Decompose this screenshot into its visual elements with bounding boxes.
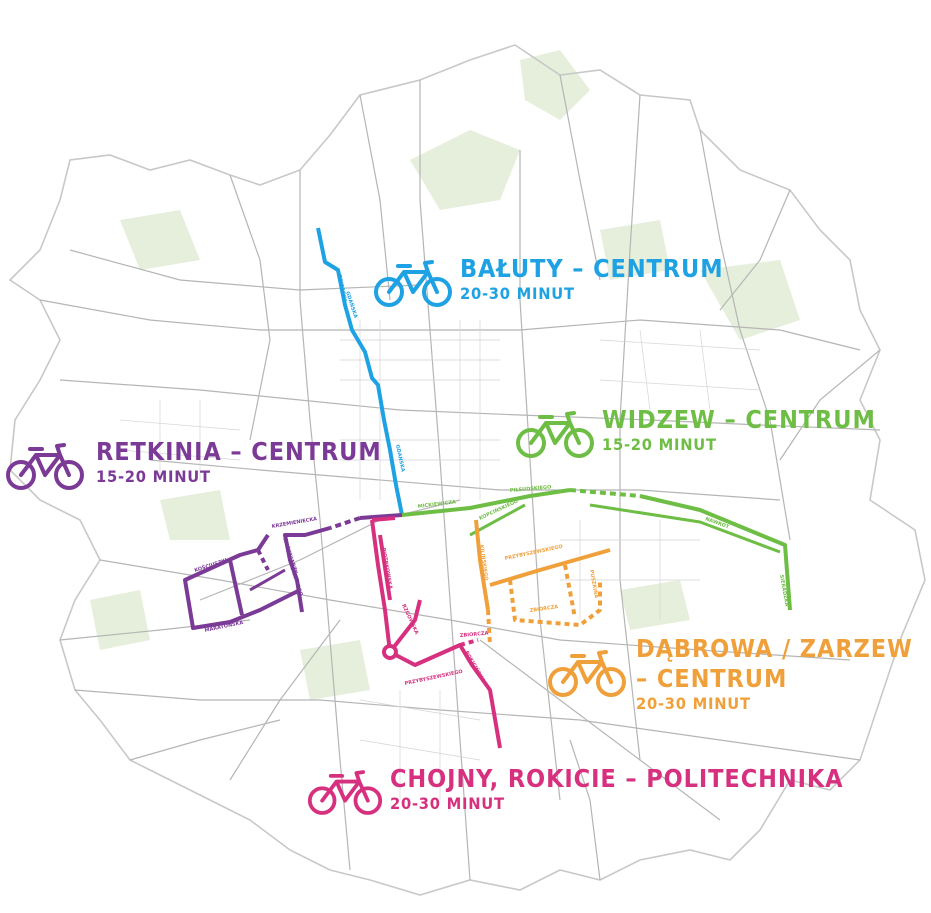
route-segment xyxy=(469,503,526,537)
green-area xyxy=(90,590,150,650)
route-segment xyxy=(388,599,422,654)
bicycle-icon xyxy=(4,441,86,493)
road xyxy=(779,349,881,461)
route-label-widzew: WIDZEW – CENTRUM 15-20 MINUT xyxy=(514,405,906,461)
road xyxy=(560,520,700,620)
road xyxy=(149,459,781,501)
road xyxy=(599,329,761,411)
bicycle-icon xyxy=(514,409,596,461)
route-segment xyxy=(378,534,392,601)
road xyxy=(719,189,791,311)
road xyxy=(229,174,271,441)
green-area xyxy=(600,220,670,280)
route-node xyxy=(382,644,398,660)
route-title: DĄBROWA / ZARZEW xyxy=(636,634,913,663)
route-line-dabrowa xyxy=(474,519,611,646)
road xyxy=(340,339,500,461)
road xyxy=(519,150,561,801)
road xyxy=(119,400,241,480)
green-area xyxy=(620,580,690,630)
street-label: ZBIORCZA xyxy=(460,631,489,639)
road xyxy=(99,559,851,661)
street-label: PRZYBYSZEWSKIEGO xyxy=(504,544,563,562)
route-segment xyxy=(371,516,396,522)
route-segment xyxy=(589,503,781,554)
route-duration: 20-30 MINUT xyxy=(636,694,751,713)
road xyxy=(359,320,481,500)
street-label: ROKICIŃSKA xyxy=(463,649,487,683)
route-segment xyxy=(183,533,301,630)
green-area xyxy=(300,640,370,700)
route-line-retkinia xyxy=(183,513,403,630)
route-title: BAŁUTY – CENTRUM xyxy=(460,254,724,283)
street-label: KOŚCIUSZKI xyxy=(193,557,228,574)
street-label: MARATOŃSKA xyxy=(204,618,244,634)
green-areas xyxy=(90,50,800,700)
route-label-dabrowa: DĄBROWA / ZARZEW – CENTRUM 20-30 MINUT xyxy=(546,634,931,714)
bicycle-icon xyxy=(372,258,454,310)
route-segment xyxy=(359,513,403,520)
street-label: MICKIEWICZA xyxy=(418,499,457,510)
route-segment xyxy=(329,516,361,530)
street-label: ZBIORCZA xyxy=(529,604,558,614)
route-segment xyxy=(508,579,602,627)
bicycle-icon xyxy=(306,768,384,818)
route-segment xyxy=(228,559,244,616)
route-label-baluty: BAŁUTY – CENTRUM 20-30 MINUT xyxy=(372,254,753,310)
route-segment xyxy=(563,564,577,619)
bicycle-icon xyxy=(546,648,628,700)
road xyxy=(699,129,791,541)
road xyxy=(619,94,641,761)
route-segment xyxy=(370,519,502,749)
green-area xyxy=(410,130,520,210)
route-line-widzew xyxy=(401,488,792,611)
street-label: KRZEMIENIECKA xyxy=(271,516,317,530)
route-segment xyxy=(486,609,492,646)
minor-streets xyxy=(119,320,761,800)
route-title: CHOJNY, ROKICIE – POLITECHNIKA xyxy=(390,764,844,793)
road xyxy=(359,94,391,301)
road xyxy=(559,74,601,281)
route-line-chojny xyxy=(370,516,502,749)
green-area xyxy=(700,260,800,340)
road xyxy=(359,690,481,800)
route-title: WIDZEW – CENTRUM xyxy=(602,405,876,434)
green-area xyxy=(120,210,200,270)
route-segment xyxy=(256,549,270,571)
route-duration: 20-30 MINUT xyxy=(390,794,505,813)
route-segment xyxy=(283,526,331,613)
road xyxy=(229,619,341,781)
road xyxy=(479,639,721,821)
route-segment xyxy=(401,488,571,517)
street-label: PIŁSUDSKIEGO xyxy=(510,484,552,494)
road xyxy=(129,719,281,761)
street-label: PUSZKINA xyxy=(588,569,599,598)
road xyxy=(569,739,601,881)
route-label-chojny: CHOJNY, ROKICIE – POLITECHNIKA 20-30 MIN… xyxy=(306,764,894,818)
route-title: RETKINIA – CENTRUM xyxy=(96,437,382,466)
route-label-retkinia: RETKINIA – CENTRUM 15-20 MINUT xyxy=(4,437,413,493)
route-duration: 15-20 MINUT xyxy=(602,435,717,454)
street-label: PRZYBYSZEWSKIEGO xyxy=(404,669,463,687)
green-area xyxy=(160,490,230,540)
road xyxy=(69,249,421,291)
route-segment xyxy=(639,494,792,611)
road xyxy=(199,499,461,601)
route-segment xyxy=(489,548,611,587)
route-title-continued: – CENTRUM xyxy=(636,664,788,693)
route-duration: 20-30 MINUT xyxy=(460,284,575,303)
street-label: ZGIERSKA xyxy=(336,274,348,303)
route-duration: 15-20 MINUT xyxy=(96,467,211,486)
route-segment xyxy=(249,568,286,592)
street-label: SIERADZKA xyxy=(778,574,790,607)
route-segment xyxy=(474,519,490,611)
route-segment xyxy=(569,488,641,498)
route-line-baluty xyxy=(316,227,404,516)
road xyxy=(299,170,351,871)
route-segment xyxy=(459,638,479,647)
green-area xyxy=(520,50,590,120)
